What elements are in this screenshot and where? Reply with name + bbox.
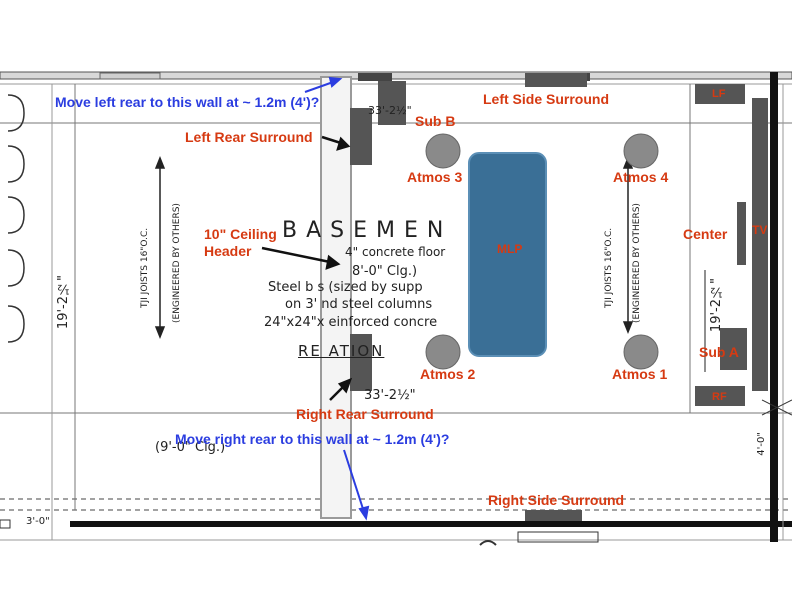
right-side-surround-speaker	[525, 510, 582, 521]
dim-left: 19'-2½"	[56, 275, 71, 330]
right-side-surround-label: Right Side Surround	[488, 492, 625, 508]
reinforced-note: 24"x24"x einforced concre	[264, 315, 438, 330]
dim-top: 33'-2½"	[368, 104, 412, 117]
seating-row	[7, 94, 25, 343]
tv-label: TV	[752, 223, 768, 237]
dim-bottom: 33'-2½"	[364, 388, 416, 403]
atmos-1-label: Atmos 1	[612, 366, 668, 382]
clg-8-note: 8'-0" Clg.)	[352, 264, 418, 279]
joist-arrow-right	[622, 155, 634, 335]
ceiling-header-label-line1: 10" Ceiling	[204, 226, 277, 242]
lf-speaker	[695, 84, 745, 104]
joists-right-label: TJI JOISTS 16"O.C.	[604, 227, 614, 308]
sub-b-speaker	[378, 81, 406, 125]
move-right-rear-note: Move right rear to this wall at ~ 1.2m (…	[175, 431, 450, 447]
atmos-4-label: Atmos 4	[613, 169, 669, 185]
arrow-ceiling-header	[261, 246, 331, 264]
dim-4ft: 4'-0"	[756, 432, 767, 456]
engineered-right-label: (ENGINEERED BY OTHERS)	[632, 203, 642, 323]
dim-right: 19'-2½"	[709, 278, 724, 333]
sub-a-speaker	[720, 328, 747, 370]
basement-title: BASEMEN	[282, 218, 453, 243]
sub-b-label: Sub B	[415, 113, 456, 129]
atmos-1-speaker	[623, 334, 659, 370]
rf-label: RF	[712, 391, 727, 403]
atmos-3-speaker	[425, 133, 461, 169]
recreation-title: RE ATION	[298, 342, 385, 360]
mlp-seat	[468, 152, 547, 357]
dim-3ft: 3'-0"	[26, 516, 50, 527]
ceiling-header	[320, 76, 352, 519]
atmos-2-speaker	[425, 334, 461, 370]
arrow-move-right-rear	[343, 449, 365, 513]
rf-speaker	[695, 386, 745, 406]
left-rear-surround-label: Left Rear Surround	[185, 129, 313, 145]
steel-columns-note: on 3' nd steel columns	[285, 297, 433, 312]
joist-arrow-left	[154, 155, 166, 340]
engineered-left-label: (ENGINEERED BY OTHERS)	[172, 203, 182, 323]
top-wall	[0, 71, 792, 80]
steel-beams-note: Steel b s (sized by supp	[268, 280, 423, 295]
clg-9-note: (9'-0" Clg.)	[155, 440, 226, 455]
right-rear-surround-speaker	[350, 334, 372, 391]
left-side-surround-speaker	[525, 73, 587, 87]
atmos-4-speaker	[623, 133, 659, 169]
right-wall	[770, 72, 778, 542]
lf-label: LF	[712, 88, 726, 100]
joists-left-label: TJI JOISTS 16"O.C.	[140, 227, 150, 308]
ceiling-header-label-line2: Header	[204, 243, 252, 259]
atmos-3-label: Atmos 3	[407, 169, 463, 185]
left-rear-surround-speaker	[350, 108, 372, 165]
sub-a-label: Sub A	[699, 344, 739, 360]
move-left-rear-note: Move left rear to this wall at ~ 1.2m (4…	[55, 94, 320, 110]
left-side-surround-label: Left Side Surround	[483, 91, 609, 107]
bottom-wall	[70, 521, 792, 527]
right-rear-surround-label: Right Rear Surround	[296, 406, 434, 422]
center-speaker	[737, 202, 746, 265]
atmos-2-label: Atmos 2	[420, 366, 476, 382]
mlp-label: MLP	[497, 242, 523, 256]
concrete-floor-note: 4" concrete floor	[345, 245, 446, 259]
center-label: Center	[683, 226, 728, 242]
tv-screen	[752, 98, 768, 391]
